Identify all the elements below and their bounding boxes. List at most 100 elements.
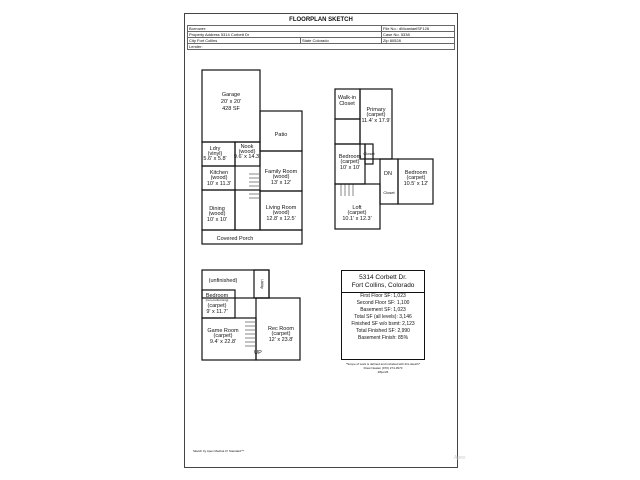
kitchen-label: Kitchen bbox=[210, 170, 228, 176]
patio-walls bbox=[259, 110, 303, 152]
svg-text:12' x 23.8': 12' x 23.8' bbox=[269, 337, 294, 343]
svg-text:(wood): (wood) bbox=[273, 174, 290, 180]
utility-label: Utility bbox=[260, 279, 265, 289]
svg-text:Garage: Garage bbox=[222, 92, 240, 98]
summary-row: Total SF (all levels): 3,146 bbox=[354, 314, 412, 320]
svg-text:Game Room: Game Room bbox=[207, 328, 239, 334]
svg-text:(vinyl): (vinyl) bbox=[208, 151, 223, 157]
svg-text:DN: DN bbox=[384, 171, 392, 177]
svg-text:Walk-in: Walk-in bbox=[338, 95, 356, 101]
svg-text:(carpet): (carpet) bbox=[214, 333, 233, 339]
floorplan-drawing: Garage 20' x 20' 428 SF Patio Ldry (viny… bbox=[201, 69, 434, 361]
svg-text:Loft: Loft bbox=[352, 205, 362, 211]
summary-row: Basement Finish: 85% bbox=[357, 335, 409, 341]
svg-text:9.4' x 22.8': 9.4' x 22.8' bbox=[210, 339, 236, 345]
svg-text:10' x 10': 10' x 10' bbox=[340, 165, 360, 171]
svg-text:Closet: Closet bbox=[363, 151, 375, 156]
bedroom2-label: Bedroom bbox=[339, 154, 362, 160]
closet-a-label: Closet bbox=[363, 151, 375, 156]
svg-text:Closet: Closet bbox=[339, 101, 355, 107]
laundry-label: Ldry bbox=[210, 146, 221, 152]
svg-text:(carpet): (carpet) bbox=[407, 175, 426, 181]
bed3-walls bbox=[397, 158, 434, 205]
floorplan-sheet: FLOORPLAN SKETCH Borrower: File No.: dMc… bbox=[184, 13, 458, 468]
porch-walls bbox=[201, 229, 303, 245]
basement-plan: (unfinished) Utility Bedroom (non-confor… bbox=[201, 269, 301, 361]
stair-down-label: DN bbox=[384, 171, 392, 177]
walkin-label: Walk-in bbox=[338, 95, 356, 101]
porch-label: Covered Porch bbox=[217, 236, 254, 242]
loft-walls bbox=[334, 183, 381, 230]
svg-text:20' x 20': 20' x 20' bbox=[221, 99, 241, 105]
living-room-label: Living Room bbox=[266, 205, 297, 211]
watermark: Apex bbox=[454, 455, 466, 461]
svg-text:428 SF: 428 SF bbox=[222, 106, 240, 112]
summary-row: Second Floor SF: 1,100 bbox=[356, 300, 410, 306]
second-floor-plan: Walk-in Closet Primary (carpet) 11.4' x … bbox=[334, 88, 434, 230]
svg-text:9.6' x 14.3': 9.6' x 14.3' bbox=[234, 154, 260, 160]
svg-text:Nook: Nook bbox=[241, 144, 254, 150]
svg-text:Closet: Closet bbox=[383, 190, 395, 195]
summary-row: Basement SF: 1,023 bbox=[360, 307, 406, 313]
svg-text:Living Room: Living Room bbox=[266, 205, 297, 211]
svg-text:10' x 11.3': 10' x 11.3' bbox=[207, 181, 231, 187]
summary-row: First Floor SF: 1,023 bbox=[360, 293, 406, 299]
svg-text:Bedroom: Bedroom bbox=[206, 293, 229, 299]
summary-address: 5314 Corbett Dr. Fort Collins, Colorado bbox=[342, 274, 424, 293]
svg-text:(unfinished): (unfinished) bbox=[209, 278, 238, 284]
dining-label: Dining bbox=[209, 206, 225, 212]
svg-text:(carpet): (carpet) bbox=[272, 331, 291, 337]
svg-text:(wood): (wood) bbox=[273, 210, 290, 216]
svg-text:Family Room: Family Room bbox=[265, 169, 298, 175]
first-floor-plan: Garage 20' x 20' 428 SF Patio Ldry (viny… bbox=[201, 69, 303, 245]
closet-b-walls bbox=[379, 158, 399, 205]
basement-bedroom-label: Bedroom bbox=[206, 293, 229, 299]
page-title: FLOORPLAN SKETCH bbox=[289, 17, 353, 23]
svg-text:Bedroom: Bedroom bbox=[339, 154, 362, 160]
stair-treads-main bbox=[249, 173, 259, 199]
svg-text:(wood): (wood) bbox=[239, 149, 256, 155]
scope-note: *Scope of work is defined and included w… bbox=[345, 362, 421, 374]
primary-label: Primary bbox=[367, 107, 386, 113]
svg-text:Utility: Utility bbox=[260, 279, 265, 289]
bedroom3-label: Bedroom bbox=[405, 170, 428, 176]
svg-text:9' x 11.7': 9' x 11.7' bbox=[206, 309, 227, 315]
svg-text:Bedroom: Bedroom bbox=[405, 170, 428, 176]
stair-treads-basement bbox=[245, 317, 255, 347]
area-summary-box: 5314 Corbett Dr. Fort Collins, Colorado … bbox=[341, 270, 425, 360]
svg-text:(wood): (wood) bbox=[211, 175, 228, 181]
svg-text:Patio: Patio bbox=[275, 132, 288, 138]
svg-text:(carpet): (carpet) bbox=[341, 159, 360, 165]
game-room-label: Game Room bbox=[207, 328, 239, 334]
svg-text:Covered Porch: Covered Porch bbox=[217, 236, 254, 242]
svg-text:Dining: Dining bbox=[209, 206, 225, 212]
svg-text:Rec Room: Rec Room bbox=[268, 326, 294, 332]
header-table: Borrower: File No.: dMcaniaelSF126 Prope… bbox=[187, 25, 455, 50]
rec-room-label: Rec Room bbox=[268, 326, 294, 332]
loft-label: Loft bbox=[352, 205, 362, 211]
svg-text:5.6' x 5.8': 5.6' x 5.8' bbox=[203, 156, 226, 162]
svg-text:Primary: Primary bbox=[367, 107, 386, 113]
svg-text:10.1' x 12.3': 10.1' x 12.3' bbox=[342, 216, 371, 222]
svg-text:11.4' x 17.9': 11.4' x 17.9' bbox=[362, 118, 391, 124]
stair-up-label: UP bbox=[254, 350, 262, 356]
svg-text:10.5' x 12': 10.5' x 12' bbox=[404, 181, 429, 187]
svg-text:(wood): (wood) bbox=[209, 211, 226, 217]
stair-hall-walls bbox=[234, 189, 261, 231]
nook-label: Nook bbox=[241, 144, 254, 150]
family-room-label: Family Room bbox=[265, 169, 298, 175]
svg-text:(carpet): (carpet) bbox=[208, 303, 227, 309]
svg-text:UP: UP bbox=[254, 350, 262, 356]
garage-label: Garage bbox=[222, 92, 240, 98]
bath-walls bbox=[334, 118, 361, 145]
svg-text:Ldry: Ldry bbox=[210, 146, 221, 152]
rec-room-walls bbox=[255, 297, 301, 361]
svg-text:(carpet): (carpet) bbox=[367, 112, 386, 118]
summary-row: Finished SF w/o bsmt: 2,123 bbox=[351, 321, 415, 327]
stair-treads-upper bbox=[340, 184, 354, 196]
svg-text:(non-conforming): (non-conforming) bbox=[206, 298, 229, 302]
lender-cell: Lender: bbox=[187, 43, 455, 50]
summary-row: Total Finished SF: 2,990 bbox=[356, 328, 410, 334]
closet-b-label: Closet bbox=[383, 190, 395, 195]
unfinished-label: (unfinished) bbox=[209, 278, 238, 284]
